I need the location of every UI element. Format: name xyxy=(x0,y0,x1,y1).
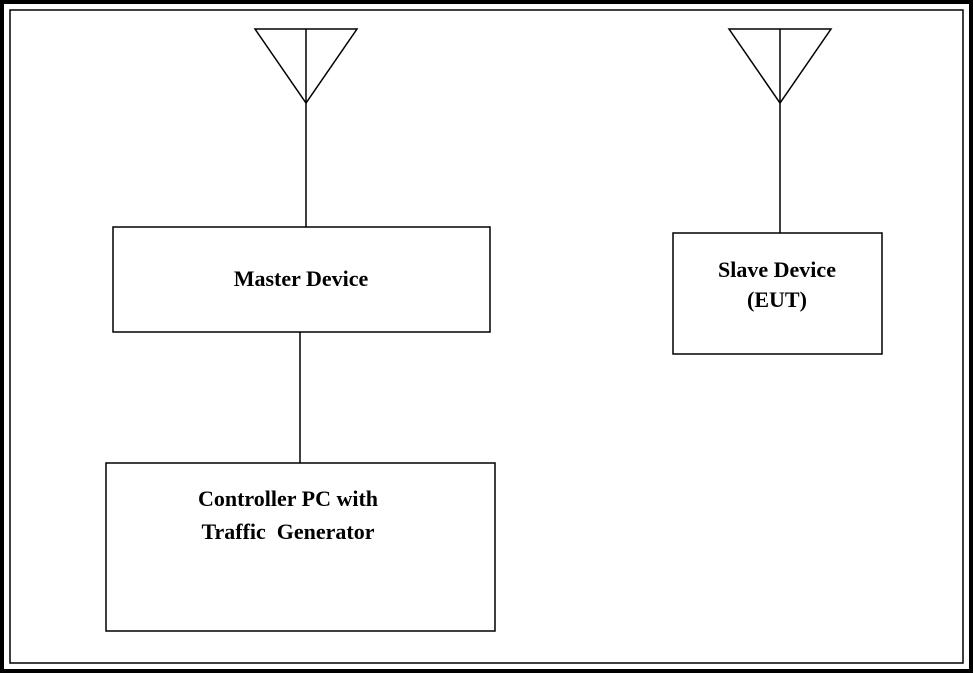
master-device-box: Master Device xyxy=(112,226,491,333)
controller-pc-label-line1: Controller PC with xyxy=(198,486,378,511)
master-antenna-icon xyxy=(253,28,359,105)
controller-pc-label-line2: Traffic Generator xyxy=(201,519,374,544)
slave-device-box: Slave Device (EUT) xyxy=(672,232,883,355)
slave-device-label-line1: Slave Device xyxy=(718,257,836,282)
slave-antenna-icon xyxy=(727,28,833,105)
slave-device-label-line2: (EUT) xyxy=(747,287,807,312)
master-device-label: Master Device xyxy=(234,266,369,291)
controller-pc-box: Controller PC with Traffic Generator xyxy=(105,462,496,632)
